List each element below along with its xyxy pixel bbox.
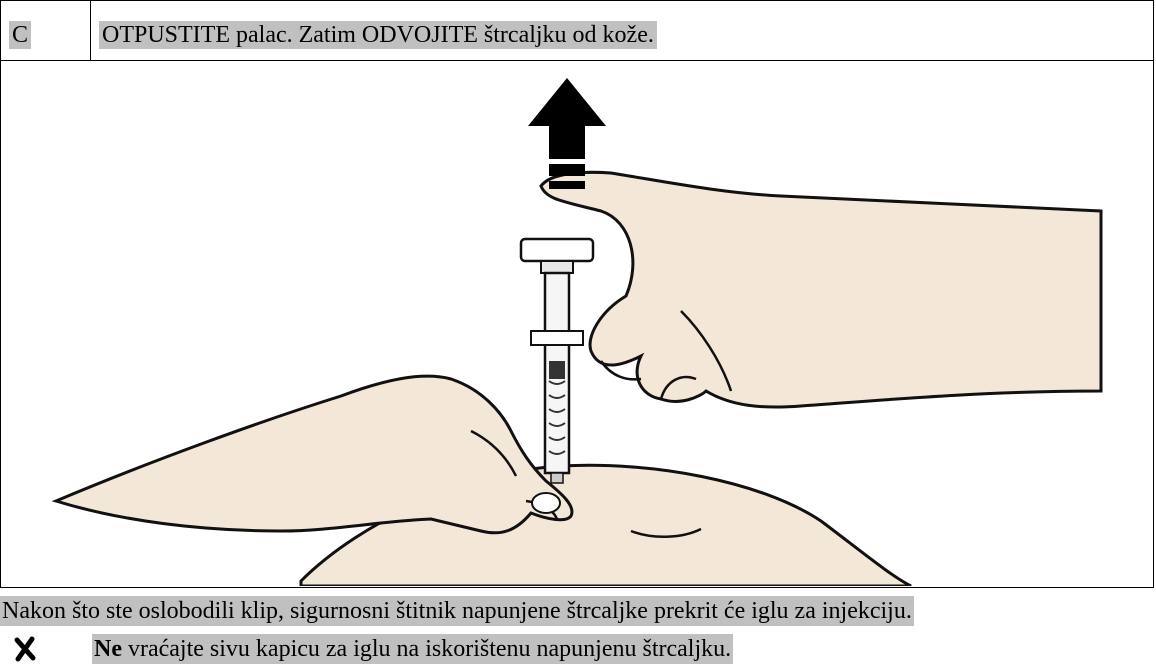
step-table: C OTPUSTITE palac. Zatim ODVOJITE štrcal… [0, 0, 1154, 588]
step-header-row: C OTPUSTITE palac. Zatim ODVOJITE štrcal… [1, 1, 1153, 61]
injection-illustration [1, 61, 1153, 586]
warning-row: Ne vraćajte sivu kapicu za iglu na iskor… [0, 632, 1100, 666]
step-letter-cell: C [1, 1, 91, 60]
safety-note: Nakon što ste oslobodili klip, sigurnosn… [0, 596, 914, 626]
warning-emphasis: Ne [94, 636, 122, 662]
left-hand [56, 376, 572, 533]
cross-icon [14, 636, 36, 662]
step-instruction-cell: OTPUSTITE palac. Zatim ODVOJITE štrcaljk… [91, 1, 1153, 60]
right-hand [541, 172, 1101, 407]
step-instruction: OTPUSTITE palac. Zatim ODVOJITE štrcaljk… [99, 21, 657, 49]
warning-body: vraćajte sivu kapicu za iglu na iskorišt… [122, 636, 731, 662]
prefilled-syringe [521, 239, 593, 483]
warning-text: Ne vraćajte sivu kapicu za iglu na iskor… [92, 634, 733, 664]
step-letter: C [9, 21, 31, 49]
